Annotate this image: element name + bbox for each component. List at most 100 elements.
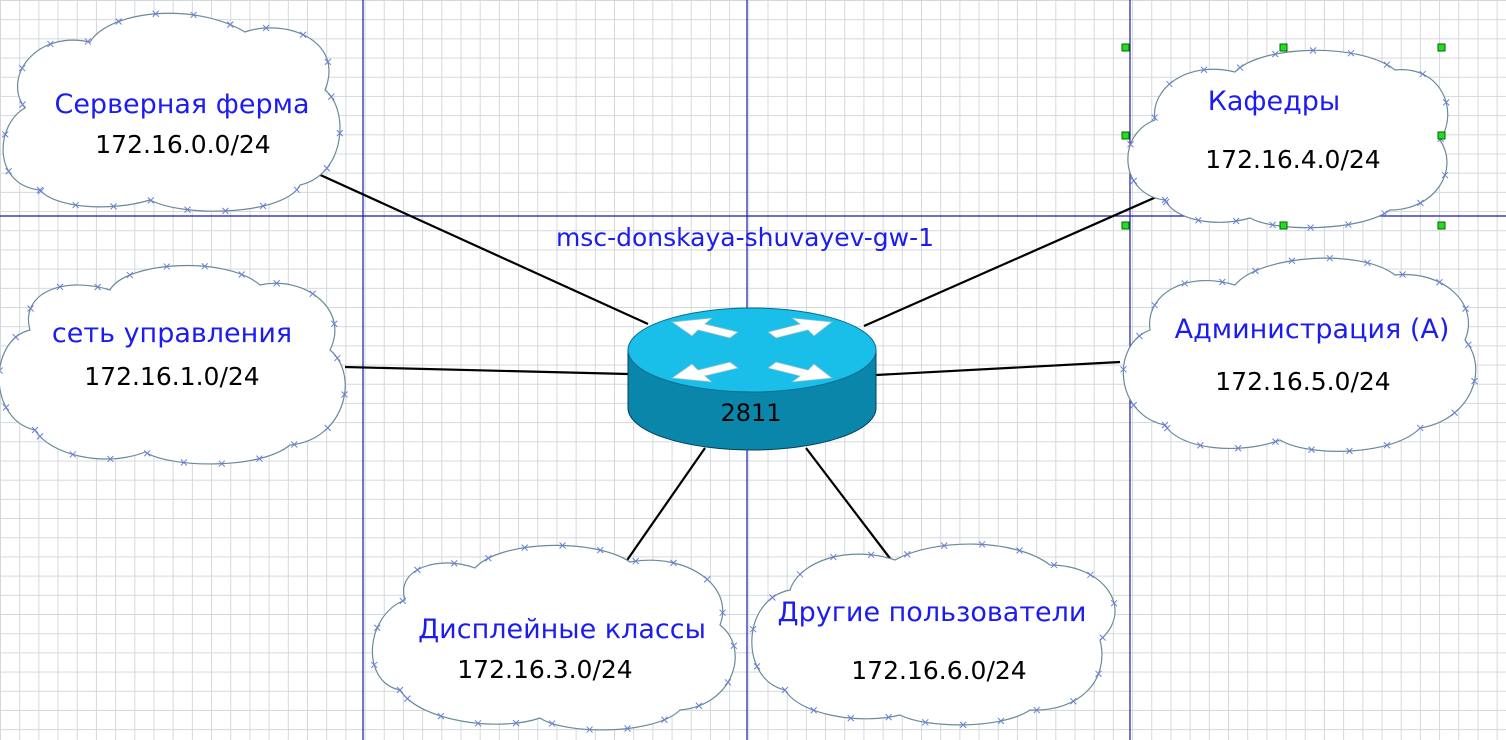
cloud-edge-marker: [1161, 196, 1169, 204]
cloud-edge-marker: [548, 720, 556, 727]
cloud-edge-marker: [1288, 257, 1296, 265]
cloud-edge-marker: [1162, 198, 1170, 206]
cloud-edge-marker: [1307, 224, 1314, 232]
cloud-edge-marker: [1419, 70, 1427, 78]
cloud-edge-marker: [1218, 278, 1226, 286]
cloud-edge-marker: [273, 279, 281, 287]
link-display-classes[interactable]: [622, 447, 706, 567]
cloud-edge-marker: [256, 455, 263, 462]
cloud-edge-marker: [1151, 114, 1159, 121]
selection-handle[interactable]: [1437, 221, 1446, 230]
cloud-edge-marker: [1120, 365, 1127, 373]
cloud-edge-marker: [1166, 80, 1173, 88]
cloud-edge-marker: [180, 459, 188, 466]
cloud-edge-marker: [0, 367, 3, 374]
cloud-shape: [2, 12, 341, 212]
selection-handle[interactable]: [1121, 221, 1130, 230]
cloud-edge-marker: [184, 206, 191, 213]
cloud-administration[interactable]: Администрация (А) 172.16.5.0/24: [1122, 257, 1477, 452]
cloud-edge-marker: [1271, 50, 1279, 58]
cloud-edge-marker: [796, 570, 804, 578]
cloud-edge-marker: [336, 129, 344, 137]
cloud-display-classes[interactable]: Дисплейные классы 172.16.3.0/24: [371, 544, 736, 731]
cloud-edge-marker: [323, 164, 331, 172]
cloud-edge-marker: [69, 451, 77, 458]
cloud-edge-marker: [1161, 421, 1169, 429]
link-departments[interactable]: [863, 192, 1164, 328]
cloud-edge-marker: [1151, 301, 1159, 309]
cloud-edge-marker: [341, 391, 348, 398]
selection-handle[interactable]: [1279, 221, 1288, 230]
cloud-edge-marker: [512, 719, 520, 727]
cloud-edge-marker: [749, 625, 757, 633]
cloud-edge-marker: [670, 559, 677, 567]
cloud-edge-marker: [1381, 210, 1388, 217]
network-subnet: 172.16.1.0/24: [84, 362, 259, 391]
cloud-edge-marker: [903, 551, 911, 558]
selection-handles: [1121, 43, 1446, 230]
cloud-edge-marker: [1326, 254, 1334, 262]
cloud-edge-marker: [1346, 447, 1353, 455]
cloud-edge-marker: [201, 262, 209, 270]
cloud-edge-marker: [12, 333, 20, 341]
selection-handle[interactable]: [1437, 43, 1446, 52]
network-name: Другие пользователи: [778, 597, 1087, 628]
cloud-edge-marker: [1383, 441, 1391, 449]
link-other-users[interactable]: [805, 447, 893, 562]
cloud-edge-marker: [238, 271, 246, 278]
cloud-edge-marker: [333, 354, 341, 362]
cloud-edge-marker: [56, 283, 64, 291]
router-device[interactable]: 2811: [627, 307, 877, 451]
cloud-edge-marker: [1130, 401, 1138, 409]
cloud-edge-marker: [330, 320, 338, 328]
selection-handle[interactable]: [1121, 131, 1130, 140]
cloud-edge-marker: [163, 263, 171, 270]
cloud-edge-marker: [1069, 697, 1077, 705]
selection-handle[interactable]: [1121, 43, 1130, 52]
cloud-edge-marker: [107, 455, 114, 463]
cloud-edge-marker: [110, 203, 117, 210]
router-arrows: [670, 317, 834, 383]
cloud-edge-marker: [1234, 444, 1242, 452]
cloud-edge-marker: [1309, 46, 1317, 54]
cloud-edge-marker: [1, 131, 9, 138]
network-name: Дисплейные классы: [418, 614, 706, 645]
cloud-edge-marker: [1471, 377, 1478, 385]
router-icon: [627, 307, 877, 451]
cloud-edge-marker: [474, 719, 482, 727]
cloud-edge-marker: [921, 718, 929, 726]
cloud-edge-marker: [781, 686, 789, 694]
cloud-edge-marker: [769, 594, 776, 601]
cloud-edge-marker: [703, 576, 711, 583]
cloud-edge-marker: [373, 624, 381, 632]
link-server-farm[interactable]: [315, 171, 649, 326]
cloud-edge-marker: [847, 714, 855, 722]
cloud-shape: [1127, 49, 1449, 229]
cloud-management[interactable]: сеть управления 172.16.1.0/24: [0, 264, 346, 465]
cloud-edge-marker: [978, 541, 986, 548]
cloud-edge-marker: [1252, 267, 1259, 275]
cloud-edge-marker: [399, 597, 407, 605]
cloud-edge-marker: [37, 187, 45, 195]
cloud-server-farm[interactable]: Серверная ферма 172.16.0.0/24: [2, 12, 341, 212]
cloud-edge-marker: [730, 642, 738, 650]
network-name: Серверная ферма: [54, 89, 309, 120]
cloud-other-users[interactable]: Другие пользователи 172.16.6.0/24: [751, 543, 1116, 726]
cloud-departments[interactable]: Кафедры 172.16.4.0/24: [1127, 49, 1449, 229]
cloud-edge-marker: [262, 24, 270, 32]
link-management[interactable]: [344, 365, 629, 376]
selection-handle[interactable]: [1437, 131, 1446, 140]
cloud-edge-marker: [1200, 66, 1208, 74]
link-administration[interactable]: [875, 360, 1121, 377]
network-subnet: 172.16.0.0/24: [95, 130, 270, 159]
cloud-edge-marker: [830, 553, 837, 561]
cloud-edge-marker: [586, 726, 593, 733]
cloud-edge-marker: [1016, 547, 1023, 554]
selection-handle[interactable]: [1279, 43, 1288, 52]
cloud-edge-marker: [885, 713, 893, 721]
cloud-edge-marker: [27, 305, 34, 312]
network-subnet: 172.16.4.0/24: [1205, 145, 1380, 174]
cloud-edge-marker: [413, 566, 421, 574]
cloud-edge-marker: [1050, 561, 1058, 569]
